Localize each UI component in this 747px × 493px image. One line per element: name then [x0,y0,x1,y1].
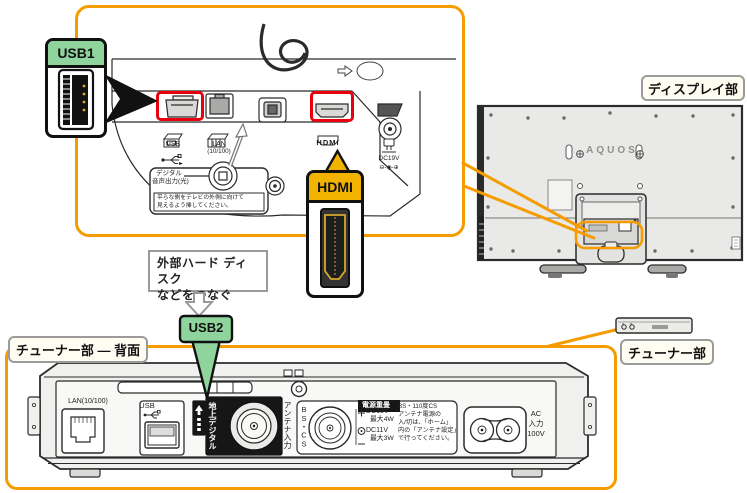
bs-note-line5: で行ってください。 [398,435,454,442]
power-dc15-label: DC15V [366,408,389,415]
tuner-rear-art [27,362,597,478]
usb2-callout-label: USB2 [188,320,224,335]
hdmi-callout-label: HDMI [317,178,353,195]
tuner-rear-inset: LAN(10/100) USB 地上デジタル アンテナ入力 BS・CS 電源重畳… [5,345,617,490]
power-dc11-label: DC11V [366,427,389,434]
dc-polarity-label: ⊖-◉-⊕ [379,165,399,171]
tuner-front-art [615,317,693,334]
optical-arrow-icon [228,122,248,167]
ac-input-line1: AC [530,409,542,418]
hdmi-port-highlight [310,91,354,122]
ac-inlet-icon [463,406,527,454]
bs-note-line1: BS・110度CS [398,403,438,410]
bs-cs-connector-icon [308,406,352,450]
usb-port-highlight [156,91,204,121]
tv-brand-logo: AQUOS [586,145,638,156]
tuner-back-label-text: チューナー部 ― 背面 [15,343,141,358]
display-unit-label: ディスプレイ部 [641,75,745,101]
hdmi-port-icon [315,103,349,118]
panel-outline [111,58,456,217]
bs-note-line3: 入/切は、「ホーム」 [398,419,453,426]
optical-note-box [149,161,269,215]
bs-cs-label: BS・CS [299,405,309,449]
side-tabs [27,396,597,436]
speaker-grill [479,216,484,260]
optical-label-line1: デジタル [156,170,182,177]
direction-arrow-icon [337,61,384,81]
usb-connector-icon [57,68,95,131]
ac-input-line3: 100V [527,429,545,438]
mount-screws [576,150,644,189]
hdmi-callout-header: HDMI [309,173,361,203]
optical-caution-line1: 平らな側をテレビの外側に向けて [157,195,244,201]
tuner-usb-label: USB [139,401,155,410]
usb1-callout-header: USB1 [48,41,104,68]
lan-port-label: LAN [212,141,226,148]
bs-note-line2: アンテナ電源の [398,411,442,418]
hdd-connect-note: 外部ハード ディスク などをつなぐ [148,250,268,302]
rating-label [547,179,573,211]
antenna-input-label: アンテナ入力 [283,401,292,449]
power-3w-label: 最大3W [370,435,394,442]
bottom-lip [42,457,586,478]
usb-trident-icon [161,154,183,165]
hdd-note-line1: 外部ハード ディスク [157,256,248,286]
lan-speed-label: (10/100) [207,148,231,155]
tuner-unit-label: チューナー部 [620,339,714,365]
top-screw [283,369,308,398]
terrestrial-block [205,396,283,456]
tv-back-art [476,104,744,278]
hdmi-callout: HDMI [306,170,364,298]
hdmi-pictogram-icon [317,135,339,146]
usb1-callout-pointer [104,74,158,124]
usb-port-label: USB [165,141,181,148]
optical-caution-line2: 見えるよう挿してください。 [157,203,232,209]
tuner-lan-label: LAN(10/100) [68,398,108,405]
ac-input-line2: 入力 [528,419,544,428]
lan-port-icon [61,408,105,454]
tuner-back-label: チューナー部 ― 背面 [8,336,148,363]
screw-icon [265,176,285,196]
display-ports-inset: USB LAN (10/100) HDMI DC19V ⊖-◉-⊕ デジタル 音… [75,5,465,237]
display-panel-art [111,23,456,217]
dc-jack-icon [377,103,403,141]
power-title-label: 電源重畳 [362,402,390,409]
hdmi-connector-icon [320,208,350,288]
tv-stand [575,193,647,265]
optical-label-line2: 音声出力(光) [152,178,189,185]
small-side-label [731,236,741,250]
tuner-unit-label-text: チューナー部 [627,345,706,361]
screw-dots [486,111,735,253]
usb-port-icon [165,95,199,118]
lan-pictogram-icon [206,133,229,148]
power-title-bg [358,400,400,412]
usb1-callout: USB1 [45,38,107,138]
usb1-callout-label: USB1 [57,45,95,61]
cable-loop [259,23,309,72]
usb2-target-strip [192,400,206,436]
display-unit-label-text: ディスプレイ部 [647,81,739,97]
hdmi-port-label: HDMI [316,138,340,147]
optical-port-icon [258,97,287,123]
bs-note-line4: 内の「アンテナ設定」 [398,427,460,434]
down-arrow-icon [185,292,215,318]
usb-pictogram-icon [162,133,183,148]
vent-slot [117,381,253,394]
tv-feet [539,264,687,278]
terrestrial-label: 地上デジタル [208,402,217,450]
power-polarity-icons [355,409,366,445]
dc-voltage-label: DC19V [378,155,400,162]
power-4w-label: 最大4W [370,416,394,423]
usb-port-icon [139,400,185,456]
usb2-callout-pointer [178,314,234,399]
lan-port-icon [205,93,234,119]
plug-icon [382,138,396,153]
